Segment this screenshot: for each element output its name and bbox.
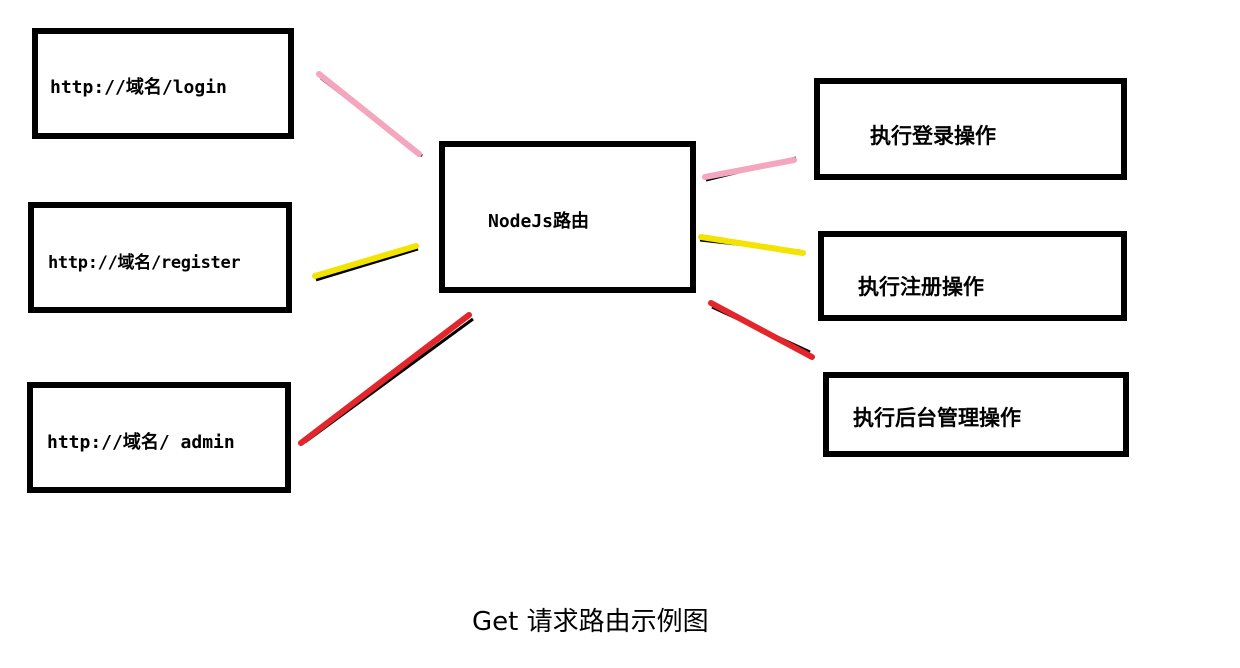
- action-box-register: 执行注册操作: [818, 231, 1127, 321]
- url-label-admin: http://域名/ admin: [47, 432, 235, 453]
- connector-register-in-shadow: [315, 247, 419, 282]
- connector-register-out: [698, 234, 806, 256]
- action-box-login: 执行登录操作: [814, 78, 1127, 180]
- action-label-admin: 执行后台管理操作: [853, 406, 1021, 430]
- url-label-register: http://域名/register: [48, 253, 241, 273]
- router-label: NodeJs路由: [488, 211, 590, 232]
- url-box-admin: http://域名/ admin: [27, 382, 291, 493]
- connector-login-out: [702, 157, 797, 180]
- url-label-login: http://域名/login: [50, 77, 227, 98]
- url-box-login: http://域名/login: [32, 28, 294, 139]
- action-label-register: 执行注册操作: [858, 275, 984, 299]
- connector-register-in: [312, 243, 419, 279]
- url-box-register: http://域名/register: [28, 202, 292, 313]
- connector-admin-in: [298, 312, 472, 446]
- diagram-caption: Get 请求路由示例图: [472, 607, 709, 637]
- connector-login-in: [316, 71, 422, 157]
- router-box: NodeJs路由: [439, 141, 696, 293]
- connector-admin-out: [708, 300, 815, 360]
- action-label-login: 执行登录操作: [870, 124, 996, 148]
- action-box-admin: 执行后台管理操作: [823, 372, 1129, 457]
